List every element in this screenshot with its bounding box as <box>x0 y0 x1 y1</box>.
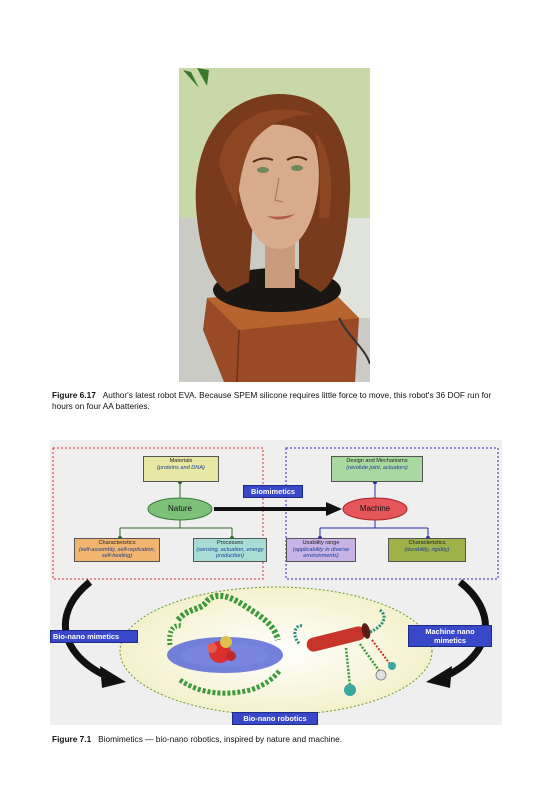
biomimetics-tag: Biomimetics <box>243 485 303 498</box>
processes-sub: (sensing, actuation, energy production) <box>196 546 264 560</box>
machine-characteristics-sub: (durability, rigidity) <box>404 546 450 553</box>
machine-frame <box>285 447 499 580</box>
left-eye <box>257 167 269 173</box>
usability-sub: (applicability in diverse environments) <box>292 546 350 560</box>
figure-7-1-text: Biomimetics — bio-nano robotics, inspire… <box>98 734 343 744</box>
robot-eva-illustration <box>179 68 370 382</box>
nature-characteristics-box: Characteristics (self-assembly, self-rep… <box>74 538 160 562</box>
processes-box: Processes (sensing, actuation, energy pr… <box>193 538 267 562</box>
right-eye <box>291 165 303 171</box>
machine-characteristics-title: Characteristics <box>408 540 446 546</box>
robot-eva-photo <box>179 68 370 382</box>
diagram-graphics <box>50 440 502 725</box>
usability-title: Usability range <box>302 540 340 546</box>
design-sub: (revolute joint, actuators) <box>346 464 408 471</box>
plant-leaves <box>183 68 209 88</box>
nature-frame <box>52 447 264 580</box>
figure-6-17-text: Author's latest robot EVA. Because SPEM … <box>52 390 492 411</box>
figure-6-17-caption: Figure 6.17 Author's latest robot EVA. B… <box>52 390 502 412</box>
design-box: Design and Mechanisms (revolute joint, a… <box>331 456 423 482</box>
bio-nano-robotics-tag: Bio-nano robotics <box>232 712 318 725</box>
machine-nano-mimetics-tag: Machine nano mimetics <box>408 625 492 647</box>
machine-ellipse <box>342 497 408 521</box>
figure-7-1-caption: Figure 7.1 Biomimetics — bio-nano roboti… <box>52 734 502 745</box>
materials-sub: (proteins and DNA) <box>157 464 205 471</box>
design-title: Design and Mechanisms <box>346 458 408 464</box>
figure-7-1-label: Figure 7.1 <box>52 734 92 744</box>
bio-nano-mimetics-tag: Bio-nano mimetics <box>50 630 138 643</box>
machine-label: Machine <box>359 504 391 513</box>
nature-characteristics-sub: (self-assembly, self-replication, self-h… <box>78 546 156 560</box>
processes-title: Processes <box>216 540 244 546</box>
materials-box: Materials (proteins and DNA) <box>143 456 219 482</box>
nano-machine-illustration <box>293 608 396 696</box>
biomimetics-diagram: Materials (proteins and DNA) Design and … <box>50 440 502 725</box>
machine-characteristics-box: Characteristics (durability, rigidity) <box>388 538 466 562</box>
figure-6-17-label: Figure 6.17 <box>52 390 96 400</box>
nature-characteristics-title: Characteristics <box>98 540 136 546</box>
mouth <box>267 214 295 220</box>
materials-title: Materials <box>169 458 193 464</box>
usability-box: Usability range (applicability in divers… <box>286 538 356 562</box>
protein-molecule-illustration <box>167 592 283 696</box>
nature-label: Nature <box>167 504 192 513</box>
nature-ellipse <box>147 497 213 521</box>
